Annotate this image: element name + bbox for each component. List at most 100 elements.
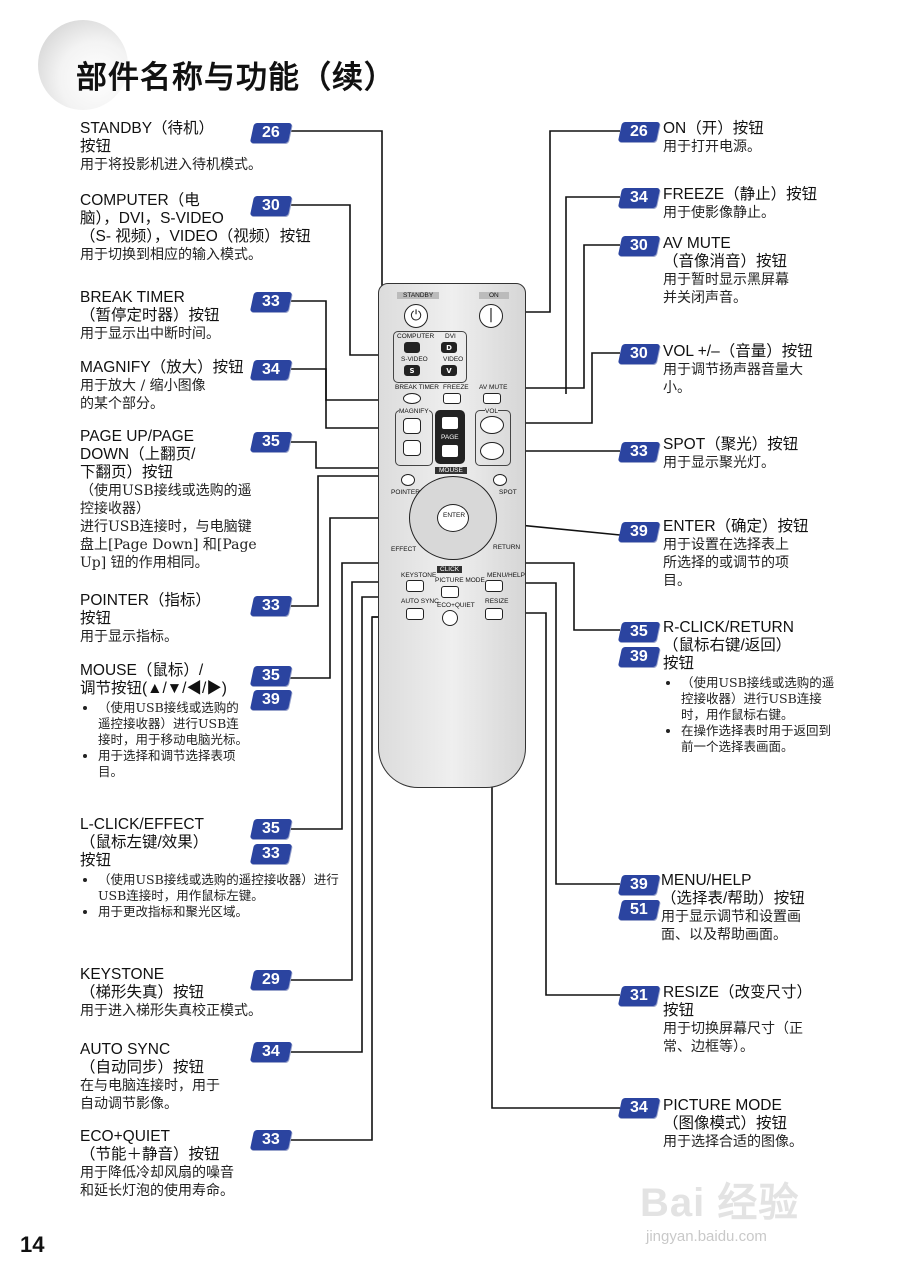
vol-down-button[interactable]	[480, 442, 504, 460]
page-badge[interactable]: 39	[249, 690, 293, 710]
item-resize: RESIZE（改变尺寸） 按钮 用于切换屏幕尺寸（正 常、边框等）。	[663, 984, 863, 1056]
item-desc: 进行USB连接时，与电脑键	[80, 519, 252, 535]
title-decoration	[38, 20, 128, 110]
item-name: 脑），DVI，S-VIDEO	[80, 210, 224, 227]
spot-button[interactable]	[493, 474, 507, 486]
item-desc: 用于选择合适的图像。	[663, 1134, 803, 1150]
video-button[interactable]: V	[441, 365, 457, 376]
item-name: L-CLICK/EFFECT	[80, 816, 205, 833]
page-badge[interactable]: 33	[249, 596, 293, 616]
remote-label-standby: STANDBY	[397, 292, 440, 299]
item-name: ON（开）按钮	[663, 120, 764, 137]
freeze-button[interactable]	[443, 393, 461, 404]
item-picture-mode: PICTURE MODE （图像模式）按钮 用于选择合适的图像。	[663, 1097, 863, 1151]
remote-label-picture-mode: PICTURE MODE	[435, 577, 485, 584]
item-name: （梯形失真）按钮	[80, 984, 205, 1001]
on-button[interactable]: |	[479, 304, 503, 328]
page-badge[interactable]: 33	[249, 292, 293, 312]
item-name: COMPUTER（电	[80, 192, 200, 209]
item-desc: 用于切换屏幕尺寸（正	[663, 1021, 803, 1037]
line-pointer	[288, 475, 398, 607]
item-desc: 在与电脑连接时，用于	[80, 1078, 220, 1094]
item-desc: 用于使影像静止。	[663, 205, 775, 221]
page-down-button[interactable]	[441, 444, 459, 458]
page-badge[interactable]: 30	[617, 344, 661, 364]
item-desc: 自动调节影像。	[80, 1096, 178, 1112]
item-name: （鼠标右键/返回）	[663, 637, 792, 654]
dvi-button[interactable]: D	[441, 342, 457, 353]
page-badge[interactable]: 39	[617, 875, 661, 895]
page-badge[interactable]: 35	[617, 622, 661, 642]
page-badge[interactable]: 33	[249, 1130, 293, 1150]
remote-label-enter: ENTER	[443, 512, 466, 519]
item-desc: 用于设置在选择表上	[663, 537, 789, 553]
page-badge[interactable]: 34	[249, 360, 293, 380]
item-name: FREEZE（静止）按钮	[663, 186, 818, 203]
eco-quiet-button[interactable]	[442, 610, 458, 626]
page-badge[interactable]: 26	[617, 122, 661, 142]
picture-mode-button[interactable]	[441, 586, 459, 598]
page-badge[interactable]: 33	[617, 442, 661, 462]
resize-button[interactable]	[485, 608, 503, 620]
item-name: （暂停定时器）按钮	[80, 307, 220, 324]
item-desc: 用于暂时显示黑屏幕	[663, 272, 789, 288]
remote-label-resize: RESIZE	[485, 598, 509, 605]
line-break-timer	[288, 300, 398, 401]
page-badge[interactable]: 31	[617, 986, 661, 1006]
page-badge[interactable]: 29	[249, 970, 293, 990]
item-desc: 用于显示调节和设置画	[661, 909, 801, 925]
remote-label-effect: EFFECT	[391, 546, 417, 553]
item-vol: VOL +/–（音量）按钮 用于调节扬声器音量大 小。	[663, 343, 863, 397]
page-title: 部件名称与功能（续）	[76, 60, 396, 96]
page-badge[interactable]: 35	[249, 666, 293, 686]
item-name: （鼠标左键/效果）	[80, 834, 209, 851]
item-desc: 用于调节扬声器音量大	[663, 362, 803, 378]
page-badge[interactable]: 34	[249, 1042, 293, 1062]
item-name: 按钮	[80, 138, 112, 155]
item-name: 调节按钮(▲/▼/◀/▶)	[80, 680, 227, 697]
line-standby	[288, 130, 383, 310]
item-name: VOL +/–（音量）按钮	[663, 343, 813, 360]
line-magnify	[288, 368, 398, 429]
auto-sync-button[interactable]	[406, 608, 424, 620]
watermark-url: jingyan.baidu.com	[646, 1228, 767, 1245]
standby-button[interactable]: ⏻	[404, 304, 428, 328]
item-name: MAGNIFY（放大）按钮	[80, 359, 244, 376]
page-badge[interactable]: 34	[617, 1098, 661, 1118]
page-badge[interactable]: 35	[249, 819, 293, 839]
menu-help-button[interactable]	[485, 580, 503, 592]
page-badge[interactable]: 35	[249, 432, 293, 452]
page-up-button[interactable]	[441, 416, 459, 430]
page-badge[interactable]: 39	[617, 647, 661, 667]
keystone-button[interactable]	[406, 580, 424, 592]
page-badge[interactable]: 39	[617, 522, 661, 542]
item-desc: 用于显示指标。	[80, 629, 178, 645]
magnify-plus-button[interactable]	[403, 418, 421, 434]
vol-up-button[interactable]	[480, 416, 504, 434]
page-badge[interactable]: 30	[249, 196, 293, 216]
item-desc: 所选择的或调节的项	[663, 555, 789, 571]
break-timer-button[interactable]	[403, 393, 421, 404]
page-badge[interactable]: 51	[617, 900, 661, 920]
item-spot: SPOT（聚光）按钮 用于显示聚光灯。	[663, 436, 863, 472]
remote-control: STANDBY ON ⏻ | COMPUTER DVI D S-VIDEO VI…	[378, 283, 526, 788]
computer-button[interactable]	[404, 342, 420, 353]
line-computer	[288, 204, 396, 356]
page-badge[interactable]: 33	[249, 844, 293, 864]
bullet: （使用USB接线或选购的遥控接收器）进行USB连接时，用作鼠标右键。	[681, 675, 841, 723]
page-badge[interactable]: 26	[249, 123, 293, 143]
item-bullets: （使用USB接线或选购的遥控接收器）进行USB连接时，用作鼠标左键。 用于更改指…	[80, 872, 363, 920]
line-freeze	[565, 196, 620, 394]
item-desc: 用于显示聚光灯。	[663, 455, 775, 471]
item-name: 按钮	[80, 610, 112, 627]
enter-button[interactable]	[437, 504, 469, 532]
page-badge[interactable]: 30	[617, 236, 661, 256]
svideo-button[interactable]: S	[404, 365, 420, 376]
page-badge[interactable]: 34	[617, 188, 661, 208]
line-menu	[500, 582, 620, 885]
remote-label-click: CLICK	[437, 566, 463, 573]
av-mute-button[interactable]	[483, 393, 501, 404]
bullet: 用于更改指标和聚光区域。	[98, 904, 363, 920]
magnify-minus-button[interactable]	[403, 440, 421, 456]
pointer-button[interactable]	[401, 474, 415, 486]
